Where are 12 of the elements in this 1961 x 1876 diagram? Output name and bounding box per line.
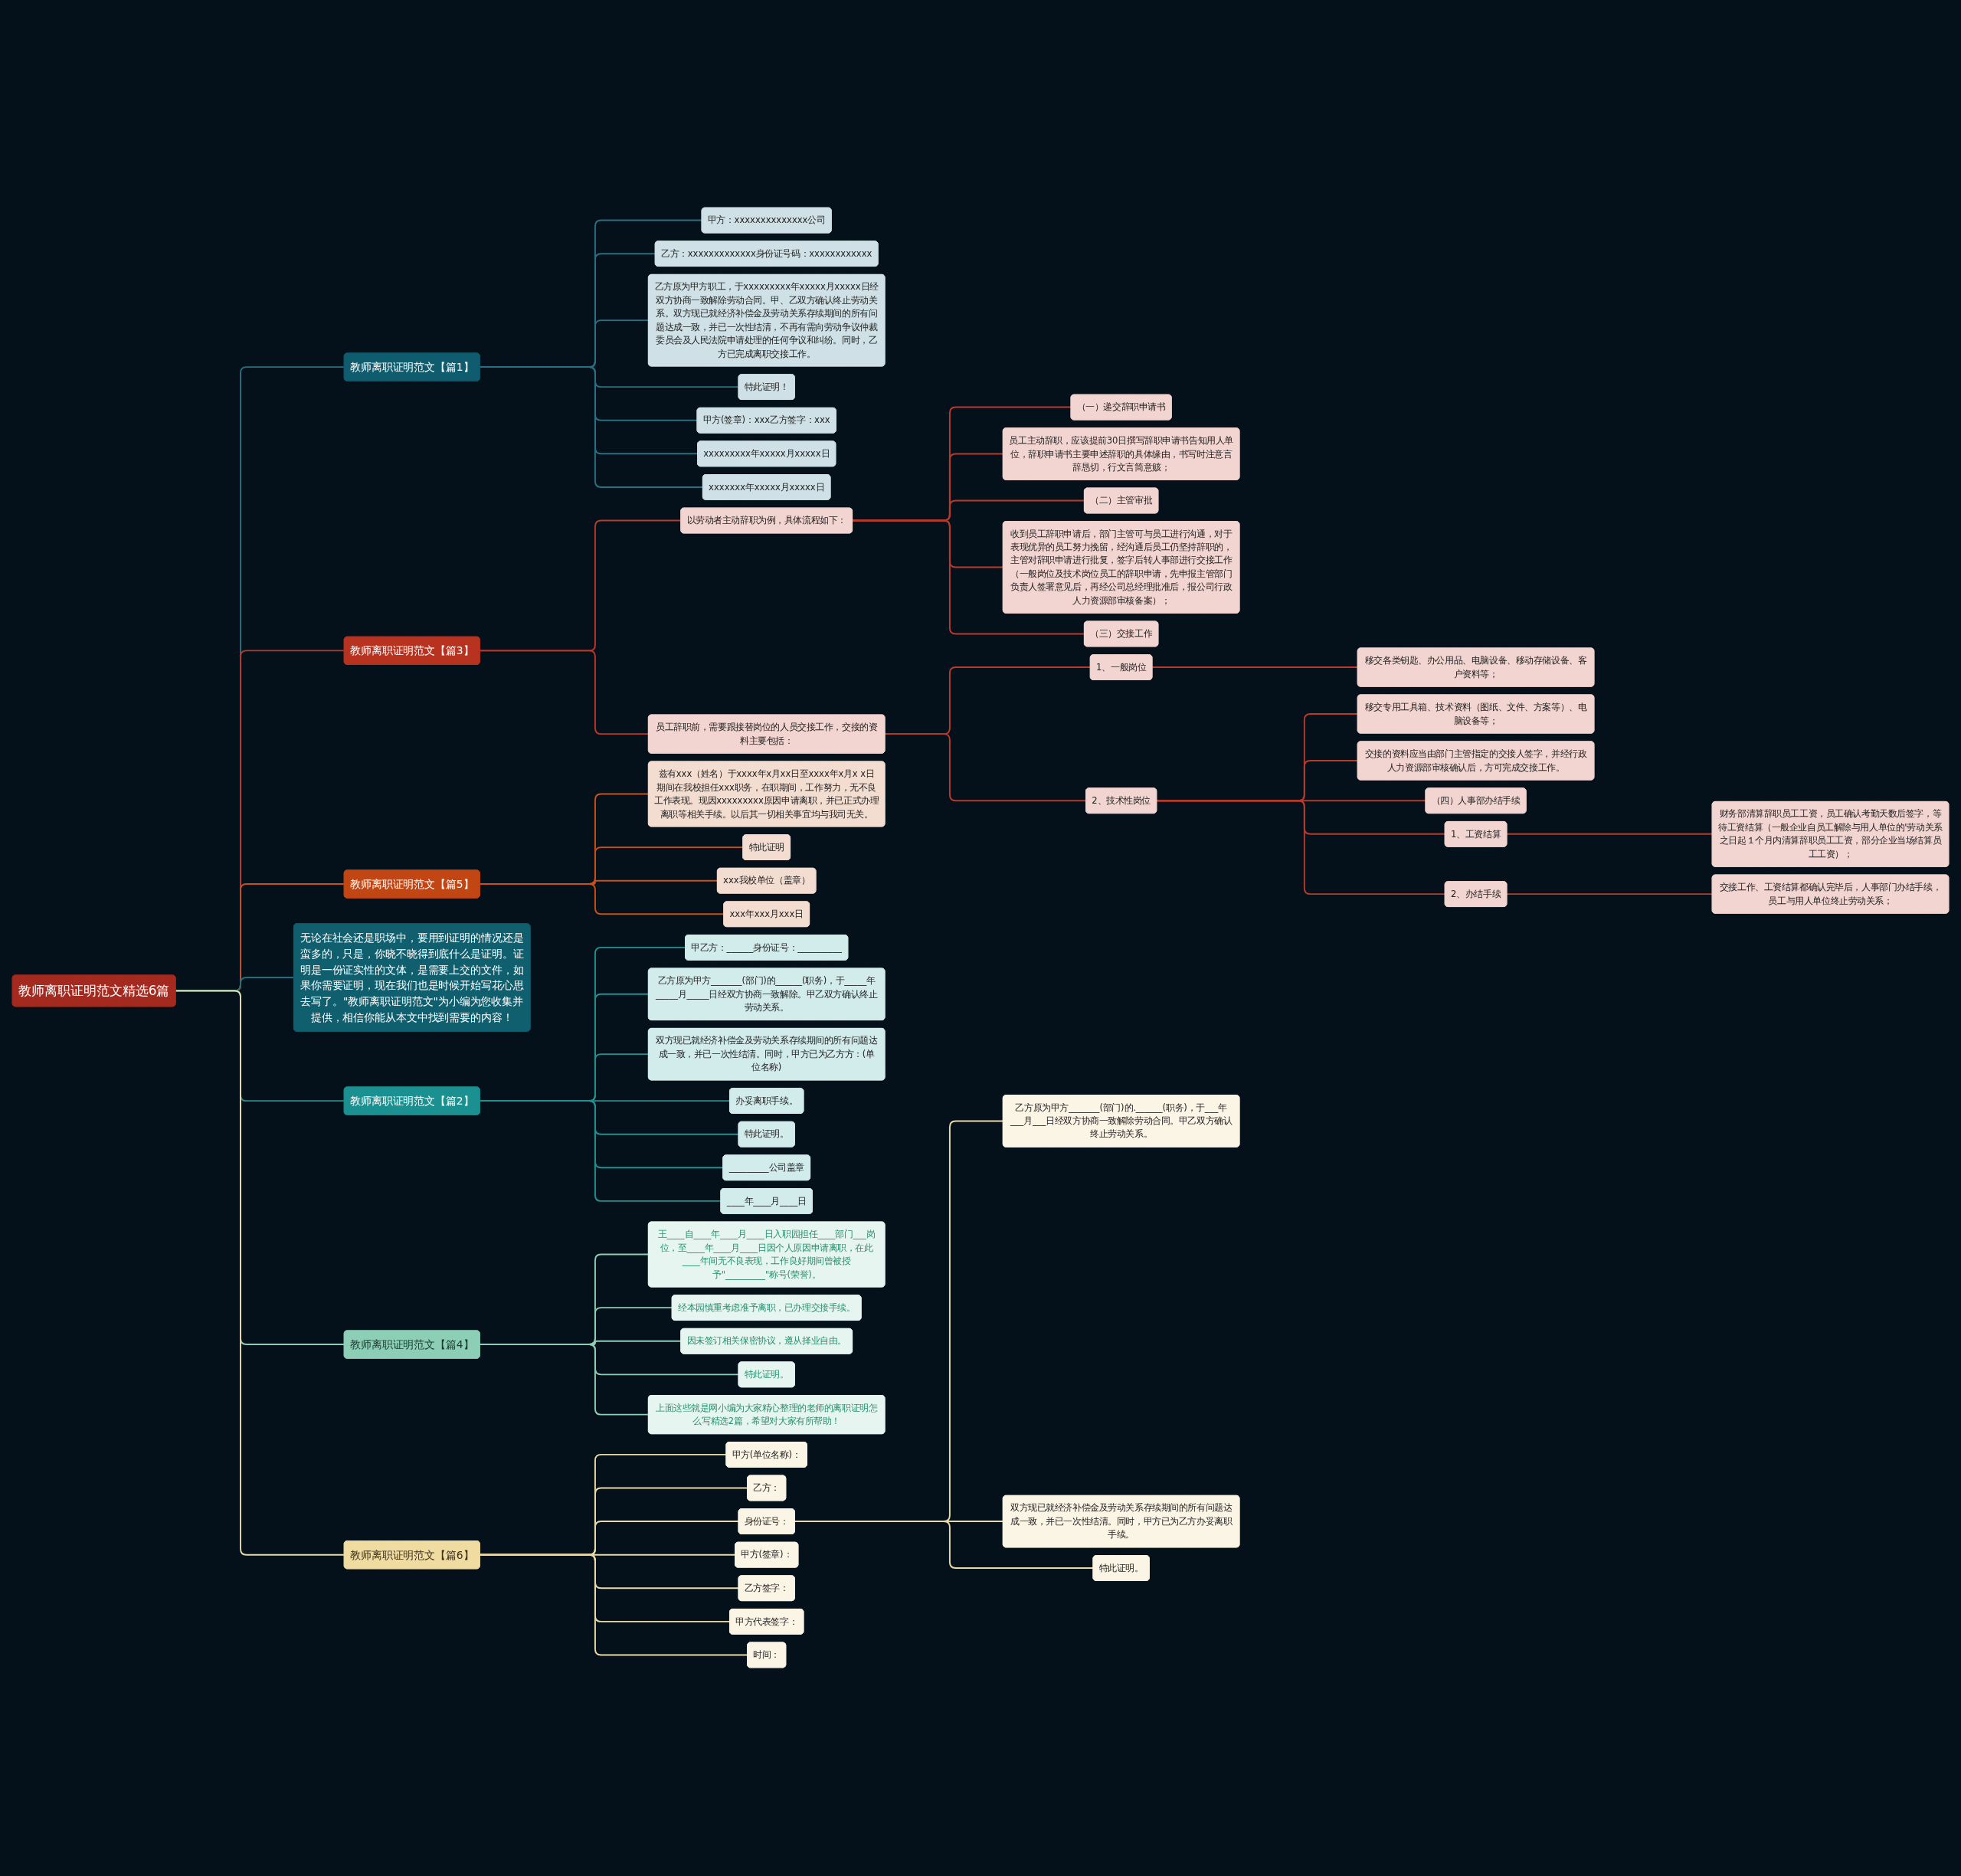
connector xyxy=(479,366,704,489)
connector xyxy=(479,650,650,735)
connector xyxy=(1505,833,1714,836)
connector xyxy=(1505,893,1714,895)
connector xyxy=(851,520,1085,635)
connector xyxy=(1155,800,1446,895)
connector xyxy=(479,1344,650,1416)
connector xyxy=(884,733,1087,802)
mind-map-diagram: 教师离职证明范文精选6篇 教师离职证明范文【篇1】 甲方：xxxxxxxxxxxxxx公司 乙方：xxxxxxxxxxxxx身份证号码：xxxxxxxxxxxx 乙方原为甲方职工，于xxxxxxxxx年xxxxx月xxxxx日经双方协商一致解除劳动合同。甲、乙双方确认终止劳动关系。双方现已就经济补偿金及劳动关系存续期间的所有问题达成一致，并已一次性结清，不再有需向劳动争议仲裁委员会及人民法院申请处理的任何争议和纠纷。同时，乙方已完成离职交接工作。 特此证明！ 甲方(签章)：xxx乙方签字：xxx xxxxxxxxx年xxxxx月xxxxx日 xxxxxxx年xxxxx月xxxxx日 教师离职证明范文【篇3】 以劳动者主动辞职为例，具体流程如下： （一）递交辞职申请书 员工主动辞职，应该提前30日撰写辞职申请书告知用人单位，辞职申请书主要申述辞职的具体缘由，书写时注意言辞恳切，行文言简意赅； （二）主管审批 收到员工辞职申请后，部门主管可与员工进行沟通，对于表现优异的员工努力挽留，经沟通后员工仍坚持辞职的，主管对辞职申请进行批复，签字后转人事部进行交接工作（一般岗位及技术岗位员工的辞职申请，先申报主管部门负责人签署意见后，再经公司总经理批准后，报公司行政人力资源部审核备案）； （三）交接工作 员工辞职前，需要跟接替岗位的人员交接工作，交接的资料主要包括： 1、一般岗位 移交各类钥匙、办公用品、电脑设备、移动存储设备、客户资料等； 2、技术性岗位 移交专用工具箱、技术资料（图纸、文件、方案等）、电脑设备等； 交接的资料应当由部门主管指定的交接人签字，并经行政人力资源部审核确认后，方可完成交接工作。 （四）人事部办结手续 1、工资结算 财务部清算辞职员工工资，员工确认考勤天数后签字，等待工资结算（一般企业自员工解除与用人单位的'劳动关系之日起１个月内清算辞职员工工资，部分企业当场结算员工工资）； 2、办结手续 交接工作、工资结算都确认完毕后，人事部门办结手续，员工与用人单位终止劳动关系； 教师离职证明范文【篇5】 兹有xxx（姓名）于xxxx年x月xx日至xxxx年x月x x日期间在我校担任xxx职务，在职期间，工作努力，无不良工作表现。现因xxxxxxxxx原因申请离职，并已正式办理离职等相关手续。以后其一切相关事宜均与我司无关。 特此证明 xxx我校单位（盖章） xxx年xxx月xxx日 无论在社会还是职场中，要用到证明的情况还是蛮多的，只是，你晓不晓得到底什么是证明。证明是一份证实性的文体，是需要上交的文件，如果你需要证明，现在我们也是时候开始写花心思去写了。"教师离职证明范文"为小编为您收集并提供，相信你能从本文中找到需要的内容！ 教师离职证明范文【篇2】 甲乙方：______身份证号：__________ 乙方原为甲方_______(部门)的______(职务)，于_____年_____月_____日经双方协商一致解除。甲乙双方确认终止劳动关系。 双方现已就经济补偿金及劳动关系存续期间的所有问题达成一致，并已一次性结清。同时，甲方已为乙方方：(单位名称) 办妥离职手续。 特此证明。 _________公司盖章 ____年____月____日 教师离职证明范文【篇4】 王____自____年____月____日入职园担任____部门___岗位，至____年____月____日因个人原因申请离职，在此____年间无不良表现，工作良好期间曾被授予"_________"称号(荣誉)。 经本园慎重考虑准予离职，已办理交接手续。 因未签订相关保密协议，遵从择业自由。 特此证明。 上面这些就是网小编为大家精心整理的老师的离职证明怎么写精选2篇，希望对大家有所帮助！ 教师离职证明范文【篇6】 甲方(单位名称)： 乙方： 身份证号： 乙方原为甲方_______(部门)的.______(职务)，于___年___月___日经双方协商一致解除劳动合同。甲乙双方确认终止劳动关系。 双方现已就经济补偿金及劳动关系存续期间的所有问题达成一致，并已一次性结清。同时，甲方已为乙方办妥离职手续。 特此证明。 甲方(签章)： 乙方签字： 甲方代表签字： 时间： xyxy=(8,203,1953,1673)
connector xyxy=(794,1521,1094,1570)
connector xyxy=(479,1554,748,1656)
connector xyxy=(1151,666,1359,669)
